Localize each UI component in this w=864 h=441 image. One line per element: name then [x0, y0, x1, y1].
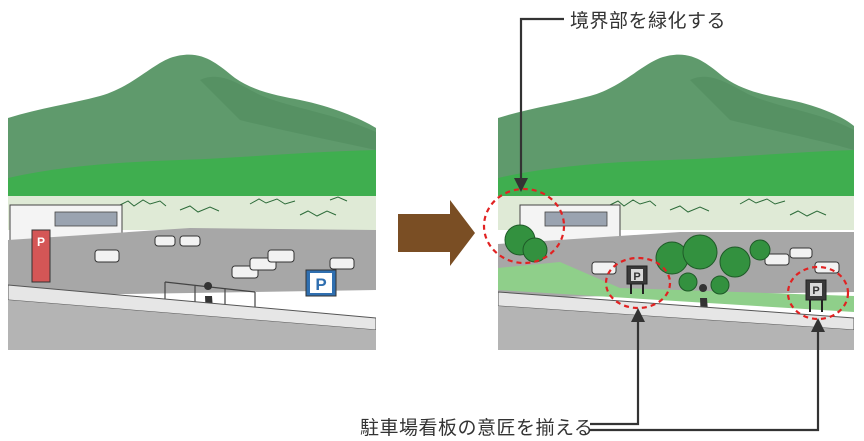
blue-sign-letter: P: [315, 275, 326, 294]
transform-arrow: [398, 200, 475, 266]
red-parking-sign: [31, 229, 51, 283]
building-windows: [544, 211, 608, 227]
sign-letter: P: [812, 285, 819, 297]
top-annotation-label: 境界部を緑化する: [570, 10, 727, 32]
boundary-greening-highlight: [482, 187, 566, 265]
green-hill-band: [498, 150, 854, 210]
bottom-arrowhead-left: [631, 308, 645, 322]
street: [8, 300, 376, 350]
sidewalk: [8, 284, 376, 331]
building-windows: [54, 211, 118, 227]
sign-highlight-left: [604, 256, 672, 310]
after-illustration: P P: [498, 54, 854, 350]
bottom-arrowhead-right: [811, 318, 825, 332]
unified-sign-left: P: [626, 265, 648, 294]
planting-strip: [498, 262, 854, 312]
scrub-scribble: [609, 198, 827, 217]
bottom-callout-line: [590, 320, 640, 426]
street: [498, 306, 854, 350]
top-callout-arrowhead: [514, 178, 528, 192]
scrub-scribble: [119, 196, 348, 217]
sidewalk: [498, 291, 854, 331]
unified-sign-right: P: [805, 279, 827, 312]
red-sign-letter: P: [37, 235, 45, 249]
sign-highlight-right: [786, 265, 850, 321]
bottom-callout-line-right: [590, 330, 820, 432]
parked-cars: [591, 247, 840, 275]
before-illustration: P P: [8, 54, 376, 350]
mountain-shade: [690, 76, 854, 150]
mountain-shade: [200, 76, 376, 150]
green-hill-band: [8, 150, 376, 210]
parking-lot: [8, 228, 376, 296]
trees: [504, 224, 771, 295]
blue-sign-inner: [310, 273, 332, 293]
bottom-annotation-label: 駐車場看板の意匠を揃える: [360, 417, 594, 439]
parked-cars: [94, 235, 355, 279]
top-callout-line: [519, 17, 564, 180]
sign-letter: P: [633, 271, 640, 283]
